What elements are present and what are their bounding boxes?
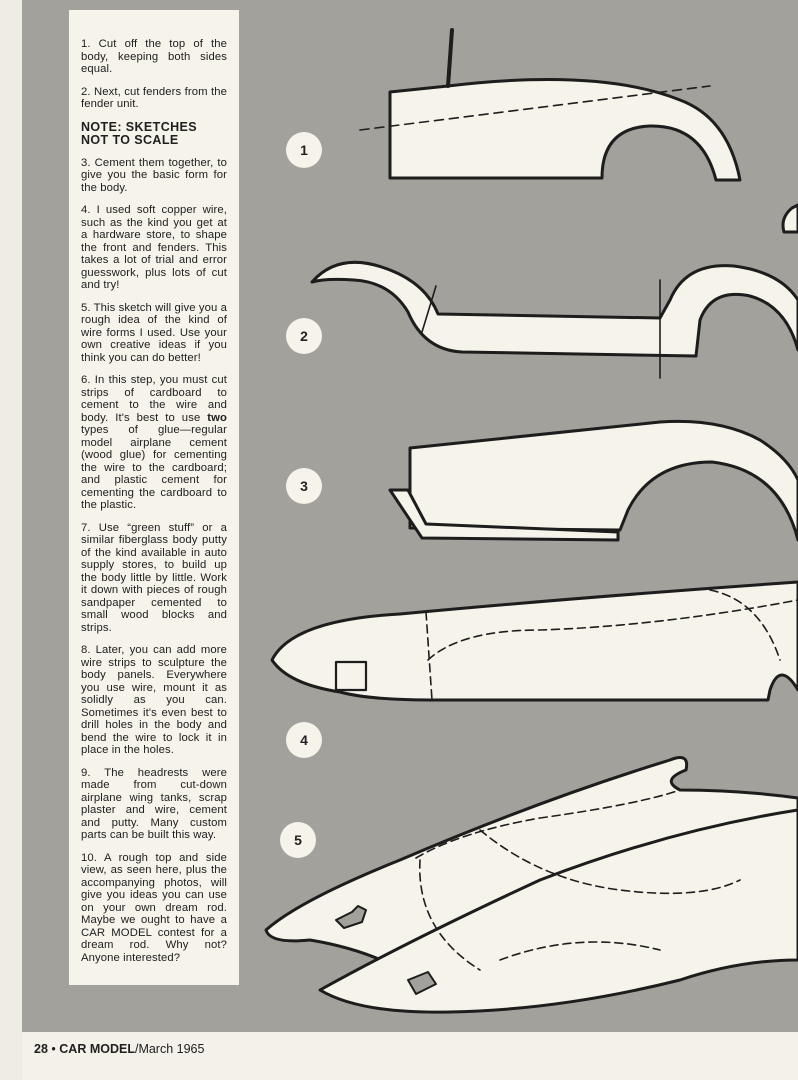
magazine-title: CAR MODEL: [59, 1042, 135, 1056]
sketch-3-assembled-body: [388, 419, 798, 542]
sketch-4-wire-front: [270, 580, 798, 702]
left-page-margin: [0, 0, 22, 1080]
issue-date: /March 1965: [134, 1042, 205, 1056]
sketch-2-right-edge: [781, 203, 798, 234]
step-8-text: 8. Later, you can add more wire strips t…: [81, 644, 227, 756]
page-footer: 28 • CAR MODEL/March 1965: [34, 1042, 204, 1056]
footer-separator: •: [51, 1042, 56, 1056]
figure-badge-5: 5: [280, 822, 316, 858]
scale-note: NOTE: SKETCHES NOT TO SCALE: [81, 119, 198, 147]
step-1-text: 1. Cut off the top of the body, keeping …: [81, 38, 227, 75]
step-3-text: 3. Cement them together, to give you the…: [81, 156, 227, 194]
step-7-text: 7. Use “green stuff” or a similar fiberg…: [81, 521, 227, 634]
sketch-illustration: 1 2 3 4 5: [240, 0, 798, 1032]
figure-badge-4: 4: [286, 722, 322, 758]
instructions-column: 1. Cut off the top of the body, keeping …: [69, 10, 239, 985]
step-4-text: 4. I used soft copper wire, such as the …: [81, 204, 227, 291]
step-6-bold-word: two: [207, 411, 227, 424]
page-number: 28: [34, 1042, 48, 1056]
sketch-5-top-side-view: [264, 756, 798, 1014]
sketch-2-fender-unit: [310, 260, 798, 379]
figure-badge-1: 1: [286, 132, 322, 168]
body-sketches: [264, 28, 798, 1014]
step-5-text: 5. This sketch will give you a rough ide…: [81, 301, 227, 364]
step-6-text-end: types of glue—regular model airplane cem…: [81, 424, 227, 511]
step-2-text: 2. Next, cut fenders from the fender uni…: [81, 85, 227, 111]
figure-badge-3: 3: [286, 468, 322, 504]
figure-badge-2: 2: [286, 318, 322, 354]
step-6-text: 6. In this step, you must cut strips of …: [81, 374, 227, 512]
step-10-text: 10. A rough top and side view, as seen h…: [81, 851, 227, 964]
step-6-text-start: 6. In this step, you must cut strips of …: [81, 374, 227, 424]
step-9-text: 9. The headrests were made from cut-down…: [81, 766, 227, 842]
sketch-1-body-cut: [359, 28, 742, 182]
